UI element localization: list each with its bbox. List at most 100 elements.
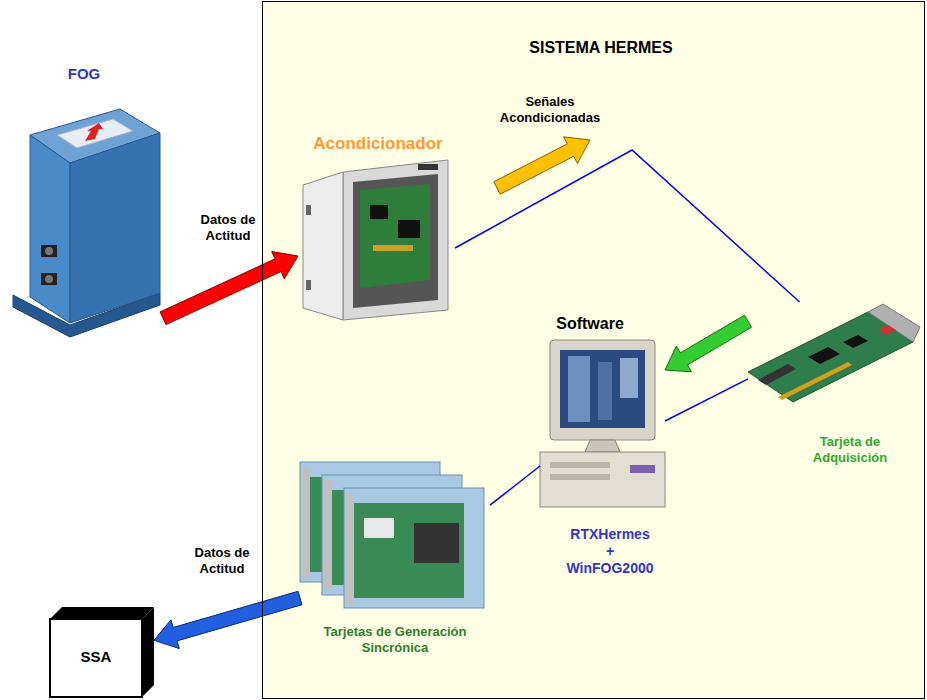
software-pc: SoftwareRTXHermes + WinFOG2000 — [540, 340, 665, 520]
fog-illustration — [30, 135, 70, 323]
conditioner-illustration — [306, 205, 311, 215]
fog-illustration — [70, 133, 160, 323]
generation-cards-illustration — [324, 480, 332, 590]
node-label: Tarjeta de Adquisición — [795, 434, 905, 465]
node-label: SISTEMA HERMES — [529, 38, 672, 57]
text-slot: Tarjeta de Adquisición — [795, 434, 905, 465]
conditioner-illustration — [370, 205, 388, 219]
acquisition-card-illustration — [843, 335, 868, 348]
bus-wire — [490, 466, 540, 505]
ssa-cube — [50, 607, 154, 619]
node-label: Acondicionador — [313, 134, 442, 154]
conditioner-illustration — [398, 220, 420, 238]
connector-group — [665, 379, 748, 421]
computer-illustration — [598, 362, 612, 420]
computer-illustration — [540, 452, 665, 507]
computer-illustration — [560, 350, 645, 428]
edge-label: Datos de Actitud — [186, 545, 258, 576]
computer-illustration — [540, 340, 665, 507]
text-slot: RTXHermes + WinFOG2000 — [567, 526, 654, 576]
connector-group — [455, 150, 800, 302]
attitude-arrow — [160, 252, 298, 325]
acquisition-card-illustration — [758, 364, 796, 385]
text-slot: SISTEMA HERMES — [529, 38, 672, 57]
conditioner-illustration — [373, 245, 413, 251]
fog-illustration — [57, 119, 133, 148]
generation-cards-illustration — [346, 493, 354, 603]
generation-cards-illustration — [354, 503, 464, 598]
signal-label: Señales Acondicionadas — [493, 94, 608, 125]
signal-conditioner: Acondicionador — [298, 160, 455, 320]
fog-device: FOG — [5, 95, 163, 330]
generation-cards-illustration — [300, 462, 484, 608]
system-ground — [262, 1, 925, 699]
computer-illustration — [630, 465, 655, 473]
system-boundary: SISTEMA HERMESAcondicionadorSoftwareRTXH… — [262, 1, 925, 699]
node-label: FOG — [68, 65, 101, 83]
bus-wire — [665, 379, 748, 421]
conditioner-illustration — [303, 160, 448, 320]
text-slot: Tarjetas de Generación Sincrónica — [305, 624, 485, 655]
node-label: RTXHermes + WinFOG2000 — [567, 526, 654, 576]
conditioner-illustration — [353, 174, 438, 308]
conditioner-illustration — [360, 184, 430, 288]
data-arrow — [665, 315, 752, 372]
text-slot: SSA — [81, 648, 112, 666]
ssa-box: SSA — [50, 607, 154, 697]
edge-label: Datos de Actitud — [192, 212, 264, 243]
generation-cards-illustration — [364, 518, 394, 538]
acquisition-card-illustration — [748, 304, 920, 402]
attitude-arrow — [154, 591, 302, 648]
text-slot: Señales Acondicionadas — [493, 94, 608, 125]
connector-group — [665, 315, 752, 372]
signal-arrow — [494, 137, 590, 194]
node-label: SSA — [81, 648, 112, 666]
signal-wire — [455, 150, 800, 302]
computer-illustration — [550, 474, 610, 480]
ssa-cube — [50, 619, 142, 697]
fog-illustration — [45, 247, 53, 255]
computer-illustration — [585, 440, 620, 452]
text-slot: FOG — [68, 65, 101, 83]
fog-illustration — [45, 275, 53, 283]
conditioner-illustration — [343, 160, 448, 320]
connector-group — [154, 591, 302, 648]
connector-group — [160, 252, 298, 325]
conditioner-illustration — [418, 164, 438, 170]
text-slot: Datos de Actitud — [186, 545, 258, 576]
ssa-cube — [50, 607, 154, 697]
acquisition-card-illustration — [878, 325, 896, 335]
acquisition-card-illustration — [748, 312, 913, 402]
conditioner-illustration — [303, 172, 343, 320]
node-label: Tarjetas de Generación Sincrónica — [305, 624, 485, 655]
generation-cards-illustration — [302, 467, 310, 577]
sync-generation-cards: Tarjetas de Generación Sincrónica — [300, 462, 490, 622]
text-slot: Datos de Actitud — [192, 212, 264, 243]
acquisition-card-illustration — [808, 347, 840, 364]
fog-illustration — [85, 123, 103, 141]
computer-illustration — [550, 462, 610, 468]
fog-illustration — [41, 273, 57, 285]
acquisition-card: Tarjeta de Adquisición — [748, 302, 920, 430]
conditioner-illustration — [306, 280, 311, 290]
generation-cards-illustration — [414, 523, 459, 563]
ssa-cube — [142, 607, 154, 697]
computer-illustration — [568, 356, 590, 422]
text-slot: Acondicionador — [313, 134, 442, 154]
fog-illustration — [13, 109, 160, 337]
computer-illustration — [620, 358, 638, 398]
connector-group — [490, 466, 540, 505]
fog-illustration — [41, 245, 57, 257]
computer-illustration — [550, 340, 655, 440]
acquisition-card-illustration — [868, 304, 920, 342]
text-slot: Software — [556, 314, 624, 333]
generation-cards-illustration — [344, 488, 484, 608]
node-label: Software — [556, 314, 624, 333]
generation-cards-illustration — [344, 488, 484, 608]
